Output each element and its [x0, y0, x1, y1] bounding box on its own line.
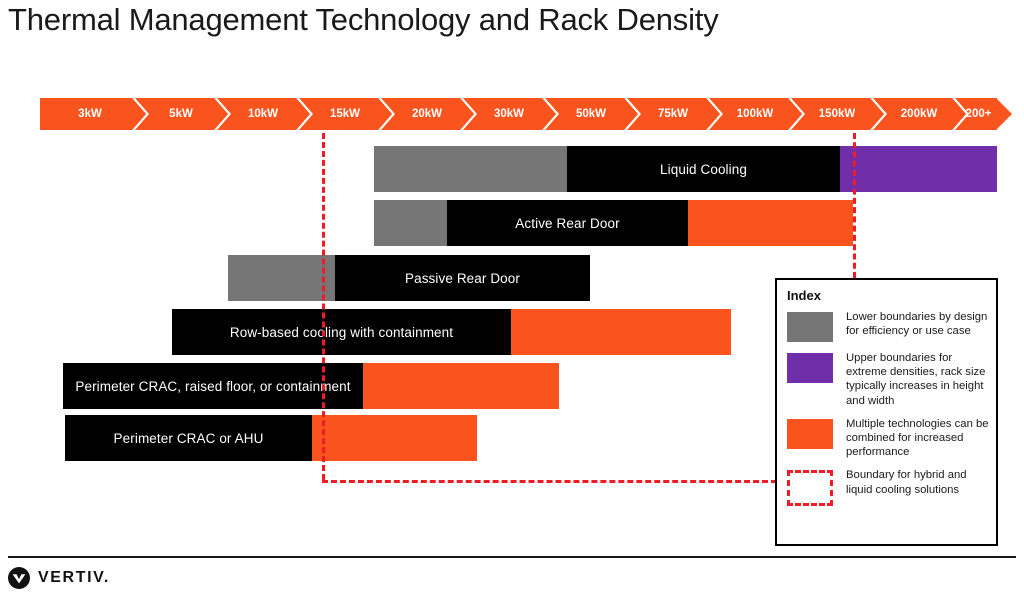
bar-label: Passive Rear Door	[405, 270, 520, 286]
legend-item-text: Upper boundaries for extreme densities, …	[846, 352, 986, 407]
technology-bar: Perimeter CRAC, raised floor, or contain…	[63, 363, 559, 409]
legend-item: Upper boundaries for extreme densities, …	[787, 351, 990, 408]
rack-density-scale: 3kW 5kW 10kW 15kW 20kW 30kW 50kW 75kW 100kW 150kW…	[40, 98, 1012, 130]
scale-step-15kw: 15kW	[304, 98, 386, 130]
scale-step-label: 150kW	[818, 108, 856, 120]
legend-item: Boundary for hybrid and liquid cooling s…	[787, 468, 990, 507]
legend-swatch-purple	[787, 353, 833, 383]
bar-label: Active Rear Door	[515, 215, 620, 231]
scale-step-label: 50kW	[575, 108, 607, 120]
bar-segment-lower-boundary	[374, 146, 567, 192]
vertiv-logo: VERTIV.	[8, 567, 110, 589]
vertiv-mark-icon	[8, 567, 30, 589]
scale-step-label: 15kW	[329, 108, 361, 120]
scale-step-label: 30kW	[493, 108, 525, 120]
bar-segment-multiple-technology	[312, 415, 477, 461]
scale-step-20kw: 20kW	[386, 98, 468, 130]
technology-bar: Passive Rear Door	[228, 255, 590, 301]
technology-bar: Active Rear Door	[374, 200, 853, 246]
bar-segment-multiple-technology	[511, 309, 731, 355]
boundary-line-vertical	[322, 133, 325, 480]
scale-step-30kw: 30kW	[468, 98, 550, 130]
legend-item-text: Lower boundaries by design for efficienc…	[846, 311, 988, 338]
bar-label: Row-based cooling with containment	[229, 324, 454, 340]
scale-step-label: 200+	[965, 108, 992, 120]
scale-step-label: 75kW	[657, 108, 689, 120]
boundary-line-horizontal	[322, 480, 777, 483]
scale-step-label: 100kW	[736, 108, 774, 120]
legend-item-text: Multiple technologies can be combined fo…	[846, 417, 989, 459]
scale-end-arrow-icon	[996, 98, 1018, 130]
bar-segment-primary	[63, 363, 363, 409]
bar-segment-lower-boundary	[374, 200, 447, 246]
bar-label: Perimeter CRAC or AHU	[113, 430, 264, 446]
bar-segment-multiple-technology	[688, 200, 853, 246]
scale-step-200kw: 200kW	[878, 98, 960, 130]
technology-bar: Row-based cooling with containment	[172, 309, 731, 355]
scale-step-label: 20kW	[411, 108, 443, 120]
scale-step-label: 5kW	[169, 108, 193, 120]
scale-step-100kw: 100kW	[714, 98, 796, 130]
bar-segment-multiple-technology	[363, 363, 559, 409]
legend-item: Lower boundaries by design for efficienc…	[787, 310, 990, 342]
index-legend: Index Lower boundaries by design for eff…	[775, 278, 998, 546]
scale-step-label: 200kW	[900, 108, 938, 120]
technology-bar: Perimeter CRAC or AHU	[65, 415, 477, 461]
page-title: Thermal Management Technology and Rack D…	[8, 2, 719, 37]
footer-divider	[8, 556, 1016, 558]
legend-item-text: Boundary for hybrid and liquid cooling s…	[846, 469, 967, 496]
scale-step-label: 10kW	[247, 108, 279, 120]
bar-segment-primary	[447, 200, 688, 246]
technology-bar: Liquid Cooling	[374, 146, 997, 192]
bar-segment-lower-boundary	[228, 255, 335, 301]
scale-step-label: 3kW	[78, 108, 102, 120]
legend-swatch-gray	[787, 312, 833, 342]
boundary-line-vertical	[853, 133, 856, 278]
bar-segment-primary	[172, 309, 511, 355]
legend-swatch-orange	[787, 418, 833, 449]
scale-step-75kw: 75kW	[632, 98, 714, 130]
bar-segment-primary	[335, 255, 590, 301]
bar-label: Perimeter CRAC, raised floor, or contain…	[75, 378, 351, 394]
scale-step-150kw: 150kW	[796, 98, 878, 130]
legend-title: Index	[787, 288, 821, 303]
scale-step-3kw: 3kW	[40, 98, 140, 130]
scale-step-10kw: 10kW	[222, 98, 304, 130]
legend-swatch-red-dashed	[787, 470, 833, 507]
bar-segment-primary	[567, 146, 840, 192]
bar-segment-upper-boundary	[840, 146, 997, 192]
scale-step-5kw: 5kW	[140, 98, 222, 130]
scale-step-200plus: 200+	[960, 98, 997, 130]
vertiv-wordmark: VERTIV.	[38, 569, 110, 586]
legend-item: Multiple technologies can be combined fo…	[787, 417, 990, 460]
bar-label: Liquid Cooling	[660, 161, 747, 177]
bar-segment-primary	[65, 415, 312, 461]
scale-step-50kw: 50kW	[550, 98, 632, 130]
